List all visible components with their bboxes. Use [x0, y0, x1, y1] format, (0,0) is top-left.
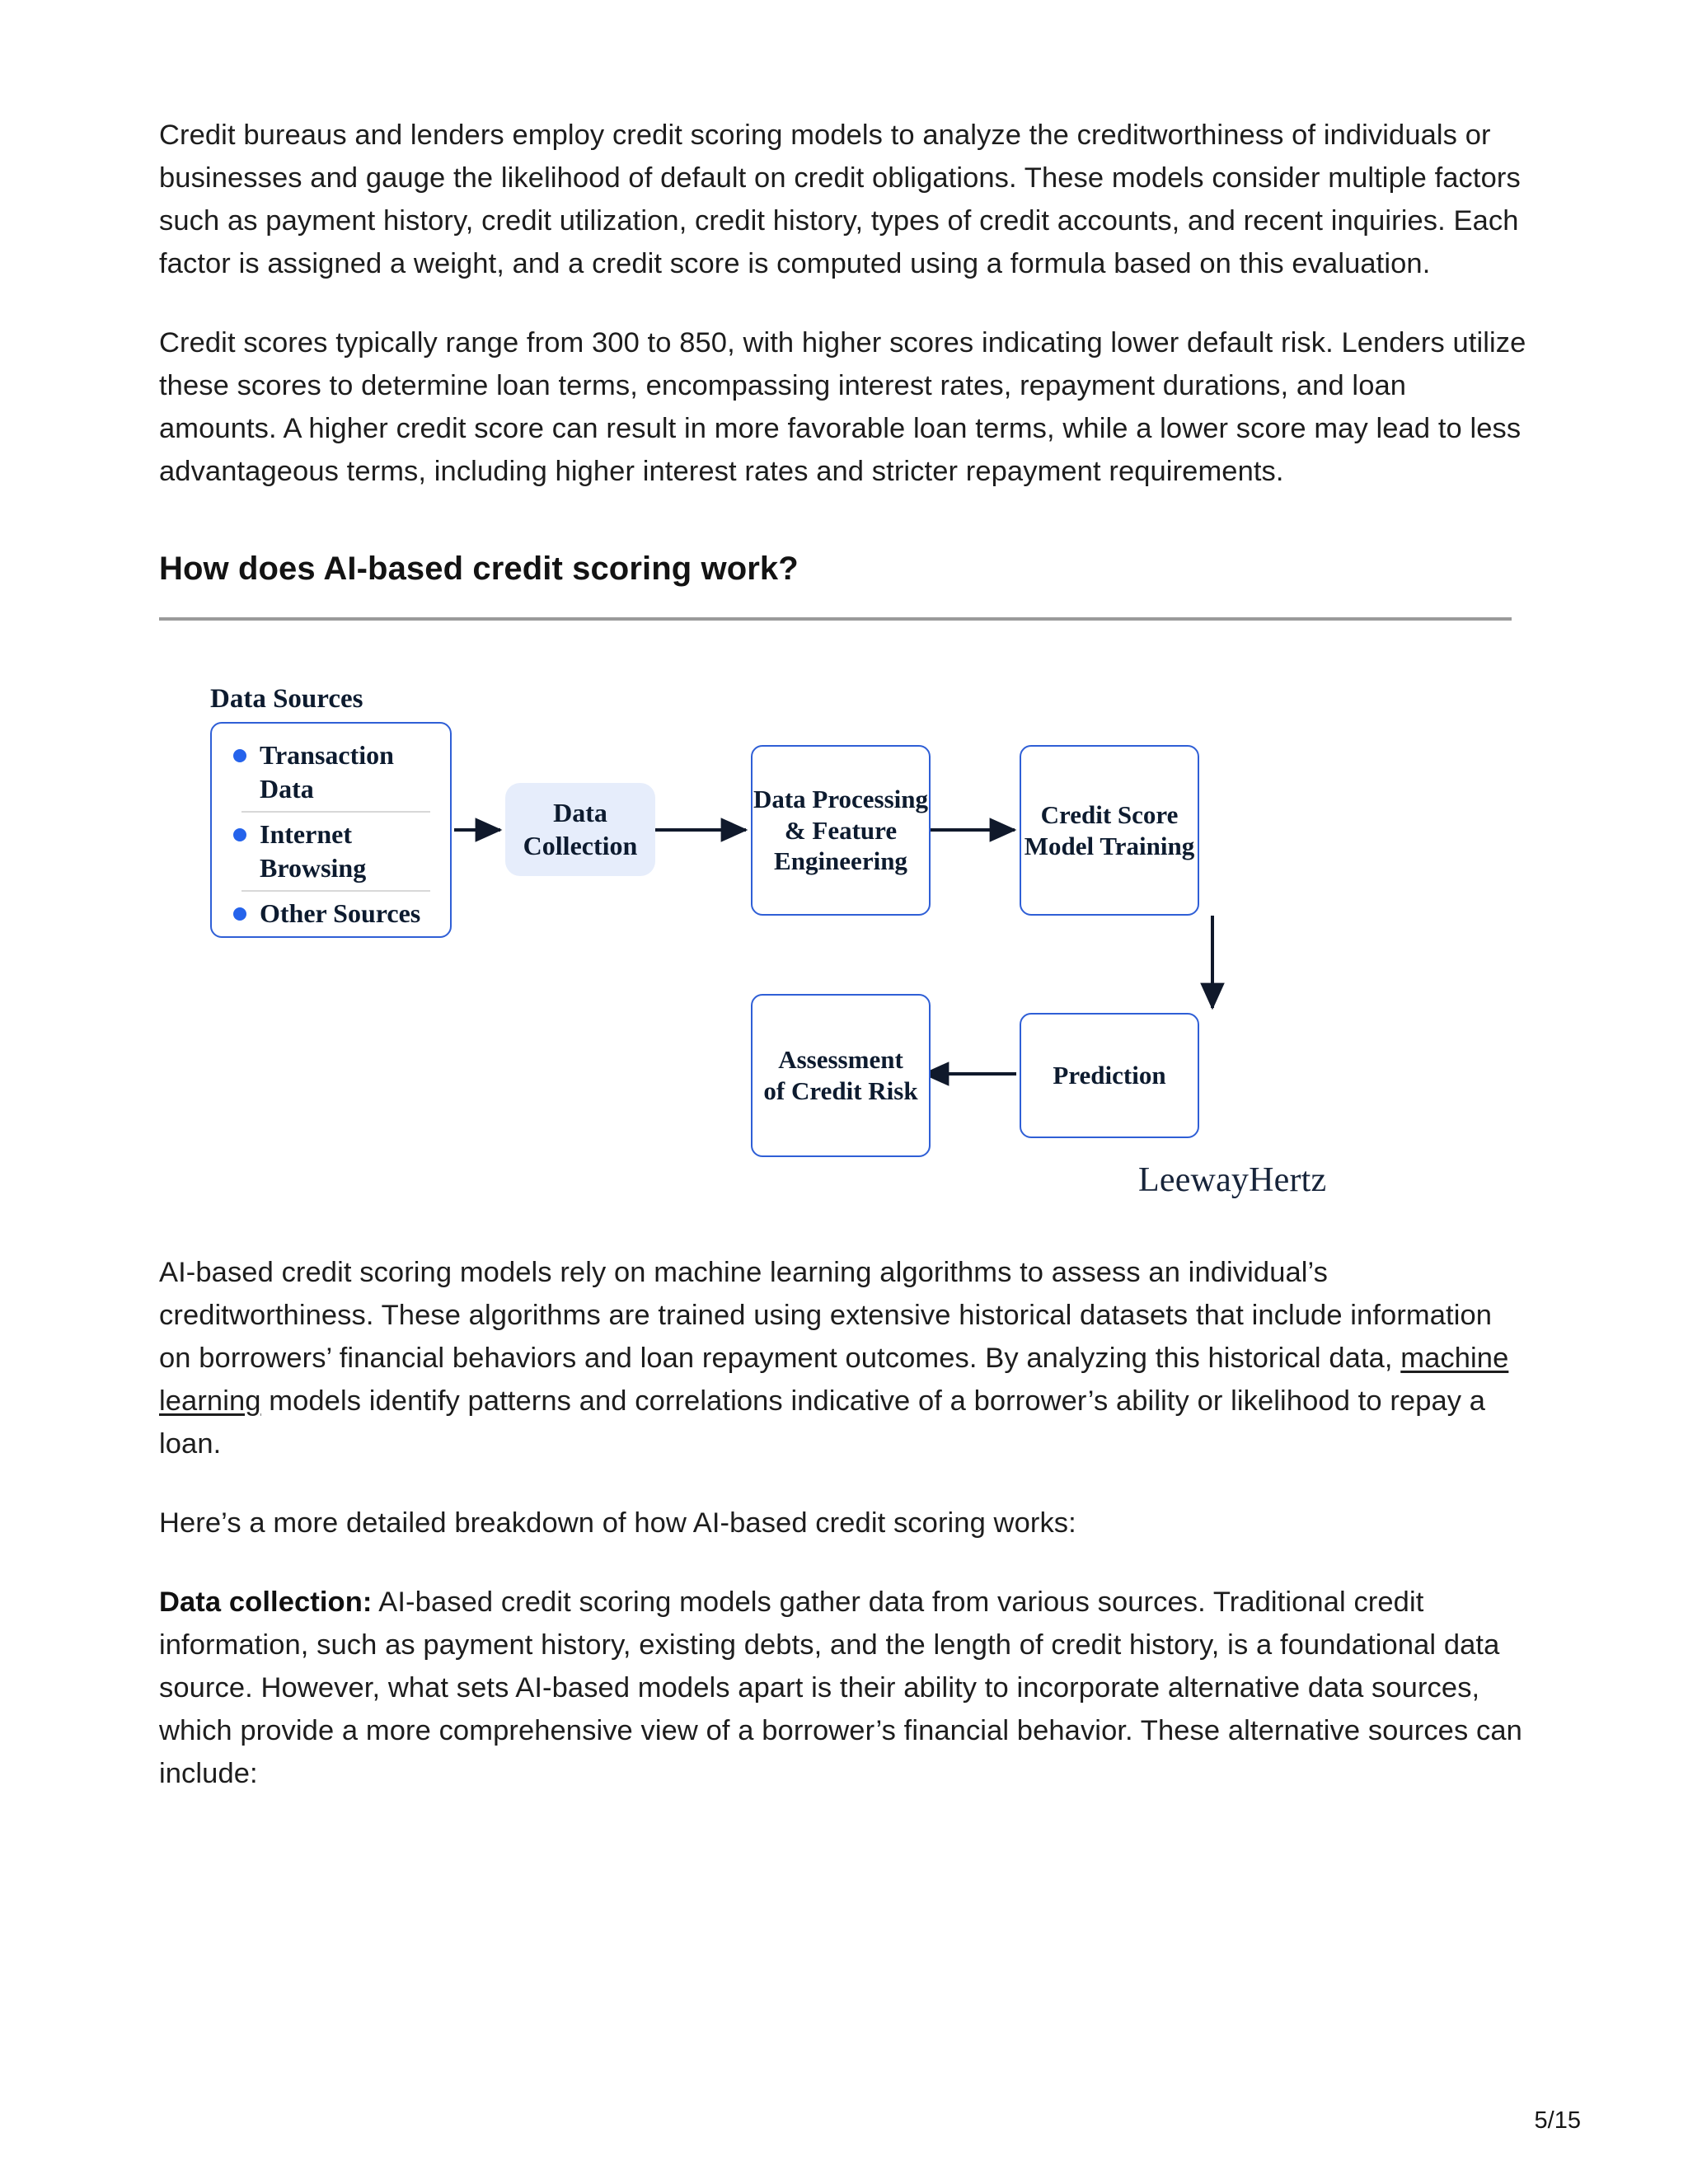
bullet-icon [233, 827, 246, 841]
paragraph-detailed-breakdown: Here’s a more detailed breakdown of how … [159, 1507, 1076, 1539]
data-collection-lead: Data collection: [159, 1586, 373, 1618]
paragraph-credit-bureaus: Credit bureaus and lenders employ credit… [159, 120, 1521, 279]
data-sources-divider [241, 810, 430, 813]
data-source-label: Transaction Data [260, 740, 394, 804]
node-prediction [1020, 1013, 1199, 1138]
paragraph-ai-based-models: AI-based credit scoring models rely on m… [159, 1251, 1529, 1465]
paragraph-text-part: AI-based credit scoring models rely on m… [159, 1257, 1493, 1374]
data-source-label: Internet Browsing [260, 818, 367, 883]
paragraph-data-collection: Data collection: AI-based credit scoring… [159, 1581, 1529, 1795]
node-assessment [751, 994, 931, 1157]
data-source-item-transaction: Transaction Data [223, 738, 438, 806]
page-heading: How does AI-based credit scoring work? [159, 551, 799, 587]
bullet-icon [233, 907, 246, 921]
paragraph-text-part: AI-based credit scoring models gather da… [159, 1586, 1522, 1789]
machine-learning-link[interactable]: machine learning [159, 1343, 1509, 1417]
page-content: Credit bureaus and lenders employ credit… [159, 0, 1529, 1831]
leewayhertz-watermark: LeewayHertz [1138, 1161, 1327, 1199]
heading-divider [159, 617, 1512, 621]
diagram-arrows-layer [454, 818, 1225, 1086]
data-sources-box: Transaction Data Internet Browsing Other… [210, 722, 452, 938]
page-number: 5/15 [1534, 2107, 1581, 2134]
node-model-training [1020, 745, 1199, 916]
data-sources-divider [241, 889, 430, 892]
data-source-item-internet: Internet Browsing [223, 818, 438, 885]
paragraph-credit-scores-range: Credit scores typically range from 300 t… [159, 327, 1526, 487]
paragraph-text-part: models identify patterns and correlation… [159, 1385, 1486, 1460]
node-data-collection [505, 783, 655, 876]
credit-scoring-flow-diagram: Data Sources Transaction Data Internet B… [159, 666, 1529, 1202]
data-source-label: Other Sources [260, 898, 421, 928]
bullet-icon [233, 749, 246, 762]
node-data-processing [751, 745, 931, 916]
data-sources-title: Data Sources [210, 684, 363, 714]
data-source-item-other: Other Sources [223, 897, 438, 930]
